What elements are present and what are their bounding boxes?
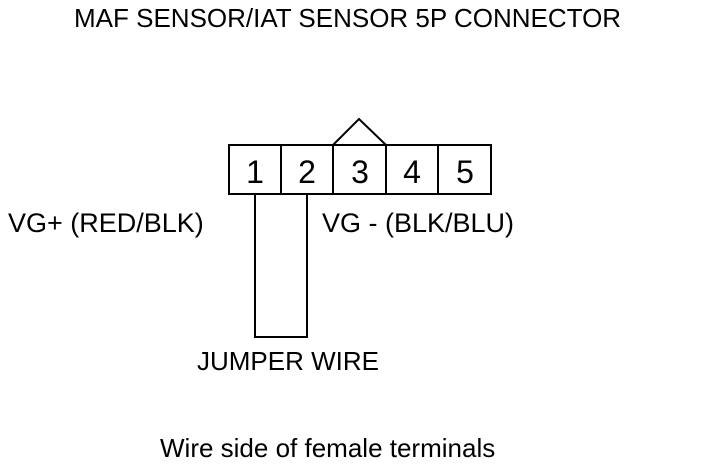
terminal-2-label: 2 <box>298 154 316 190</box>
diagram-title: MAF SENSOR/IAT SENSOR 5P CONNECTOR <box>74 3 622 33</box>
vg-minus-label: VG - (BLK/BLU) <box>322 208 515 238</box>
terminal-1-label: 1 <box>246 154 264 190</box>
jumper-wire <box>254 194 308 338</box>
vg-plus-label: VG+ (RED/BLK) <box>8 208 204 238</box>
diagram-caption: Wire side of female terminals <box>160 433 496 463</box>
terminal-5-label: 5 <box>456 154 474 190</box>
connector-housing <box>228 144 492 195</box>
jumper-wire-label: JUMPER WIRE <box>197 346 379 376</box>
terminal-3-label: 3 <box>351 154 369 190</box>
locking-tab <box>332 117 387 146</box>
terminal-4-label: 4 <box>403 154 421 190</box>
